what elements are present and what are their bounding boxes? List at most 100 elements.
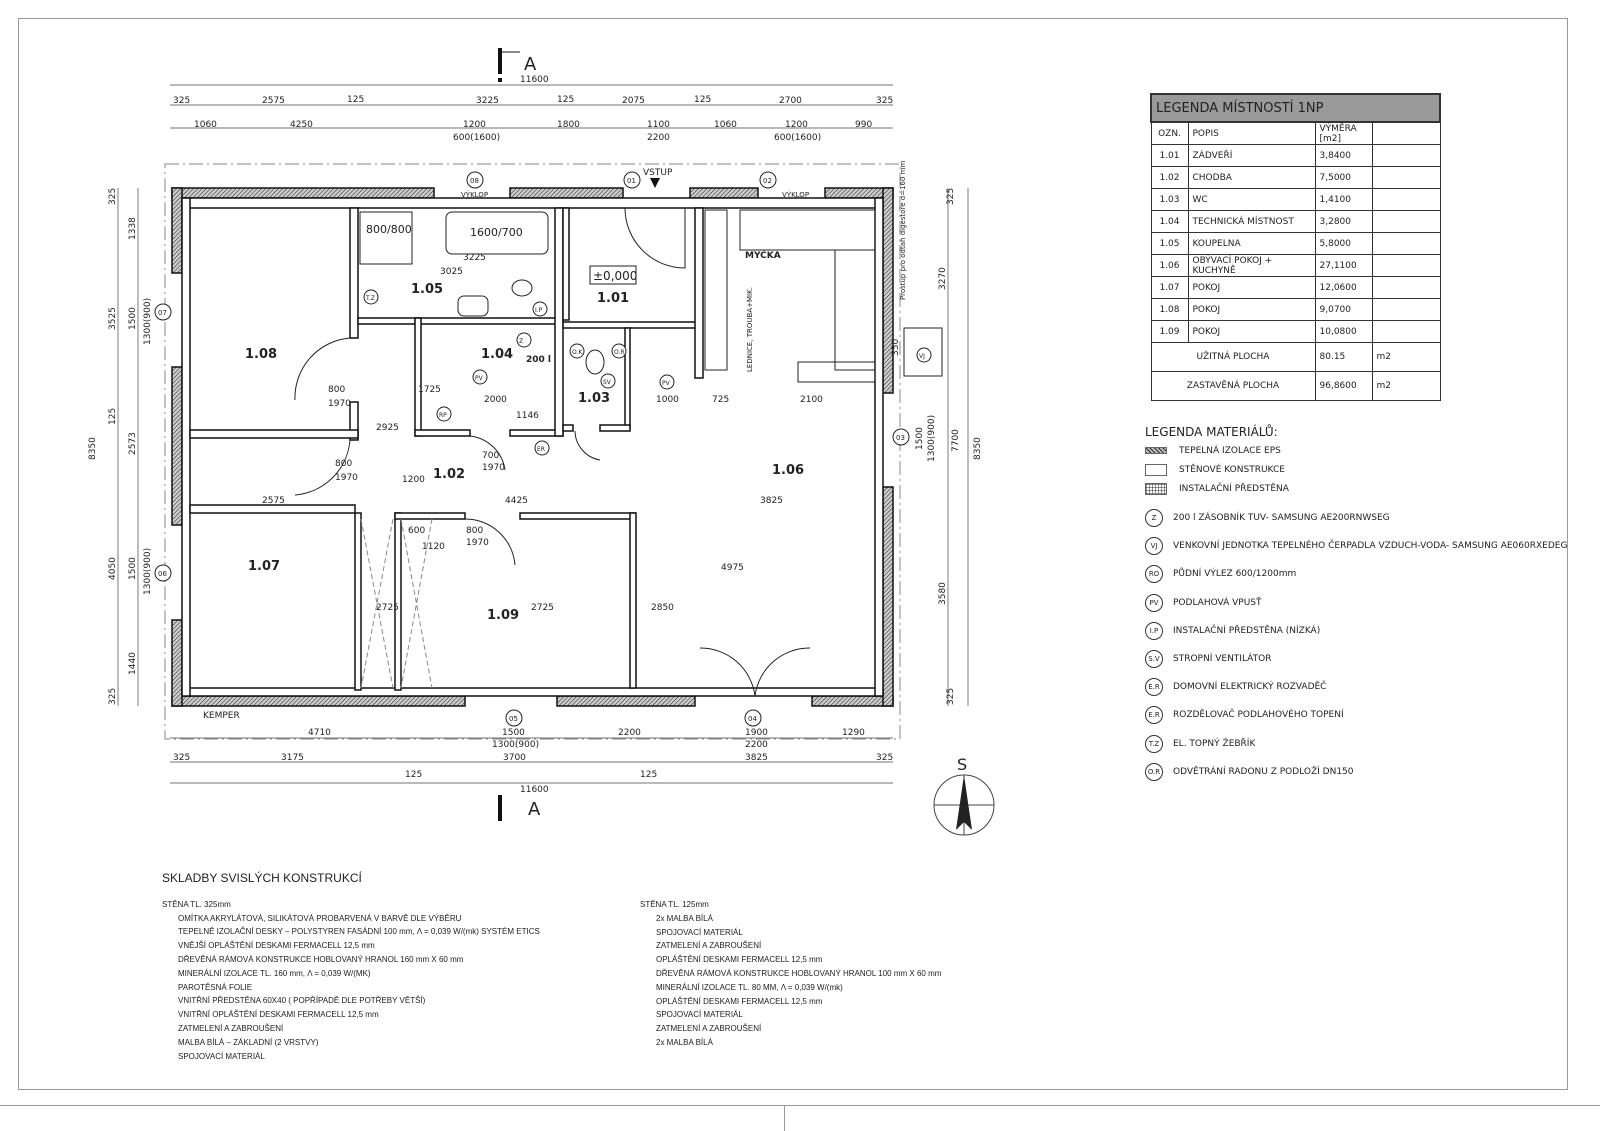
layer-item: OMÍTKA AKRYLÁTOVÁ, SILIKÁTOVÁ PROBARVENÁ… <box>178 913 462 923</box>
material-label: INSTALAČNÍ PŘEDSTĚNA <box>1179 483 1289 494</box>
kitchen-counter-top <box>739 209 876 251</box>
room-1-04: 1.04 <box>481 347 513 362</box>
title-block-line <box>0 1105 1600 1106</box>
dimension-label: 125 <box>557 95 574 105</box>
room-1-03: 1.03 <box>578 391 610 406</box>
dimension-label: 2573 <box>128 432 138 455</box>
dimension-label: 1725 <box>418 385 441 395</box>
layer-item: SPOJOVACÍ MATERIÁL <box>178 1051 265 1061</box>
layer-item: DŘEVĚNÁ RÁMOVÁ KONSTRUKCE HOBLOVANÝ HRAN… <box>656 968 942 978</box>
kemper-label: KEMPER <box>203 711 240 721</box>
equipment-circle-icon <box>569 343 585 359</box>
marker-label: 05 <box>509 715 518 723</box>
room-labels: 1.01 1.02 1.03 1.04 1.05 1.06 1.07 1.08 … <box>245 282 804 623</box>
marker-label: 01 <box>627 177 636 185</box>
marker-07: 07 <box>154 303 172 321</box>
equipment-symbol: O.R <box>611 343 627 359</box>
table-cell <box>1371 276 1441 299</box>
tall-cabinets <box>704 209 728 371</box>
material-label: TEPELNÁ IZOLACE EPS <box>1179 445 1281 456</box>
outdoor-unit <box>903 327 943 377</box>
washbasin <box>457 295 489 317</box>
equipment-symbol: SV <box>600 373 616 389</box>
table-cell <box>1371 188 1441 211</box>
dimension-label: 700 <box>482 451 499 461</box>
dimension-label: 800 <box>328 385 345 395</box>
table-cell: 3,2800 <box>1314 210 1373 233</box>
layer-item: OPLÁŠTĚNÍ DESKAMI FERMACELL 12,5 mm <box>656 996 823 1006</box>
equipment-circle-icon <box>534 440 550 456</box>
marker-03: 03 <box>892 428 910 446</box>
symbol-description: DOMOVNÍ ELEKTRICKÝ ROZVADĚČ <box>1173 682 1327 693</box>
dimension-label: 725 <box>712 395 729 405</box>
equipment-label: Z <box>519 338 523 345</box>
dimension-label: 125 <box>694 95 711 105</box>
dimension-label: 1970 <box>335 473 358 483</box>
dimension-label: 1970 <box>482 463 505 473</box>
table-cell: 1.07 <box>1150 276 1189 299</box>
layer-item: TEPELNĚ IZOLAČNÍ DESKY – POLYSTYREN FASÁ… <box>178 927 540 937</box>
layer-item: SPOJOVACÍ MATERIÁL <box>656 927 743 937</box>
dimension-label: 2575 <box>262 96 285 106</box>
layer-item: MINERÁLNÍ IZOLACE TL. 80 MM, Λ = 0,039 W… <box>656 982 843 992</box>
level-label: ±0,000 <box>593 269 637 283</box>
symbol-description: VENKOVNÍ JEDNOTKA TEPELNÉHO ČERPADLA VZD… <box>1173 541 1568 552</box>
table-header-row: OZN. POPIS VÝMĚRA [m2] <box>1150 121 1441 145</box>
header-cell <box>1371 121 1441 145</box>
door-swing <box>574 430 601 461</box>
entry-arrow-icon <box>650 178 660 188</box>
marker-circle-icon <box>154 303 172 321</box>
fixtures <box>294 207 943 697</box>
table-cell: 1.03 <box>1150 188 1189 211</box>
plan-labels: VSTUP VÝKLOP VÝKLOP KEMPER MYČKA LEDNICE… <box>203 161 907 721</box>
dimension-label: 990 <box>855 120 872 130</box>
material-legend: LEGENDA MATERIÁLŮ: TEPELNÁ IZOLACE EPS S… <box>1145 425 1567 786</box>
dimension-label: 125 <box>405 770 422 780</box>
dimension-label: 11600 <box>520 75 549 85</box>
door-swing <box>464 518 516 566</box>
wall-325-title: STĚNA TL. 325mm <box>162 899 231 909</box>
dimension-label: 1970 <box>466 538 489 548</box>
marker-circle-icon <box>466 171 484 189</box>
layer-item: SPOJOVACÍ MATERIÁL <box>656 1010 743 1020</box>
equipment-label: PV <box>475 375 484 382</box>
equipment-symbol: RP <box>436 406 452 422</box>
room-legend-title: LEGENDA MÍSTNOSTÍ 1NP <box>1150 93 1441 123</box>
dimension-label: 1500 <box>915 427 925 450</box>
equipment-symbol: VJ <box>916 347 932 363</box>
marker-label: 06 <box>158 570 167 578</box>
dimension-label: 800 <box>335 459 352 469</box>
symbol-circle-icon: VJ <box>1145 537 1163 556</box>
symbol-description: ODVĚTRÁNÍ RADONU Z PODLOŽÍ DN150 <box>1173 766 1354 777</box>
dimension-label: 1338 <box>128 217 138 240</box>
table-cell: 12,0600 <box>1314 276 1373 299</box>
title-block-divider <box>784 1105 785 1131</box>
hood-duct-label: Prostup pro odtah digestoře d=160 mm <box>899 161 907 300</box>
table-cell: 1.01 <box>1150 144 1189 167</box>
room-legend-table: LEGENDA MÍSTNOSTÍ 1NP OZN. POPIS VÝMĚRA … <box>1150 93 1441 401</box>
layer-item: ZATMELENÍ A ZABROUŠENÍ <box>178 1023 284 1033</box>
header-cell: OZN. <box>1150 121 1189 145</box>
dimension-label: 1200 <box>402 475 425 485</box>
table-cell <box>1371 254 1441 277</box>
equipment-circle-icon <box>611 343 627 359</box>
tilt-window-label: VÝKLOP <box>782 190 809 199</box>
marker-circle-icon <box>759 171 777 189</box>
interior-walls <box>181 197 884 697</box>
room-1-02: 1.02 <box>433 467 465 482</box>
table-cell: 1.05 <box>1150 232 1189 255</box>
material-legend-title: LEGENDA MATERIÁLŮ: <box>1145 425 1278 439</box>
kitchen-counter-side <box>834 249 876 371</box>
dimension-label: 600 <box>408 526 425 536</box>
dimension-label: 2100 <box>800 395 823 405</box>
equipment-circle-icon <box>363 289 379 305</box>
dimension-label: 350 <box>891 339 901 356</box>
symbol-legend-item: VJ VENKOVNÍ JEDNOTKA TEPELNÉHO ČERPADLA V… <box>1145 532 1567 560</box>
layer-item: DŘEVĚNÁ RÁMOVÁ KONSTRUKCE HOBLOVANÝ HRAN… <box>178 954 464 964</box>
floor-plan: A A S 1.01 1.02 1.03 1.04 1.05 1.06 1.07… <box>88 48 995 836</box>
section-mark-bottom: A <box>498 795 541 821</box>
